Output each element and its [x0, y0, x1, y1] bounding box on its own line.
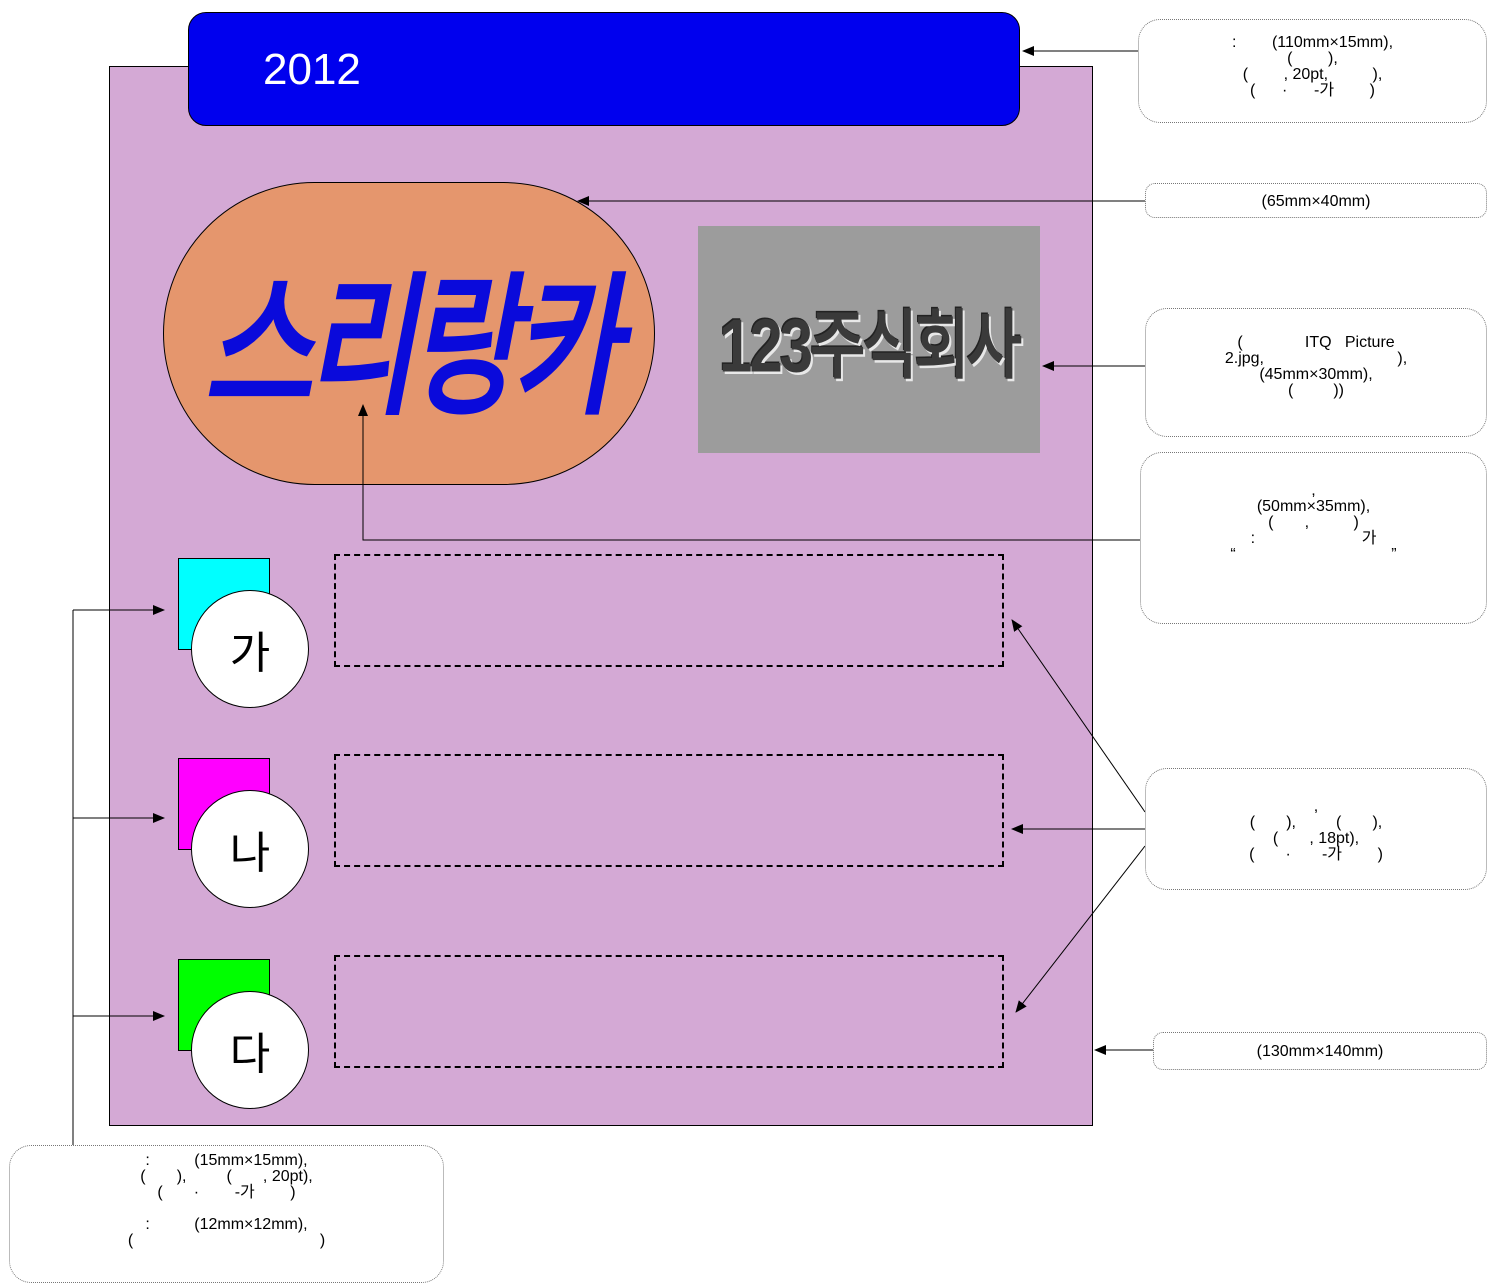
logo-text: 123주식회사	[719, 303, 1022, 388]
note-line: ( ),	[1287, 50, 1338, 67]
note-line: ( , 20pt, ),	[1242, 66, 1383, 83]
item-textbox-1	[334, 554, 1004, 667]
note-line: (50mm×35mm),	[1256, 498, 1371, 515]
note-oval: (65mm×40mm)	[1145, 183, 1487, 218]
note-line: ( ), ( , 20pt),	[140, 1168, 313, 1185]
note-line: : (110mm×15mm),	[1231, 34, 1394, 51]
note-panel: (130mm×140mm)	[1153, 1032, 1487, 1070]
note-line: (65mm×40mm)	[1261, 193, 1371, 210]
company-logo-image: 123주식회사	[698, 226, 1040, 453]
note-line: (130mm×140mm)	[1256, 1043, 1384, 1060]
note-line: : (15mm×15mm),	[145, 1152, 308, 1169]
note-line: ( · -가 )	[1250, 82, 1375, 99]
item-letter-3: 다	[229, 1030, 271, 1079]
note-textboxes: , ( ), ( ), ( , 18pt), ( · -가 )	[1145, 768, 1487, 890]
arrow-textbox-3	[1015, 845, 1146, 1013]
title-text: 2012	[263, 45, 361, 94]
note-line: ( · -가 )	[157, 1184, 296, 1201]
emblem-oval	[163, 182, 655, 485]
note-title: : (110mm×15mm), ( ), ( , 20pt, ), ( · -가…	[1138, 19, 1487, 123]
note-line: : 가	[1250, 530, 1377, 547]
item-circle-3: 다	[191, 991, 309, 1109]
item-letter-1: 가	[229, 629, 271, 678]
item-textbox-3	[334, 955, 1004, 1068]
note-picture: ( ITQ Picture 2.jpg, ), (45mm×30mm), ( )…	[1145, 308, 1487, 437]
note-line: ,	[1313, 798, 1319, 815]
title-bar: 2012	[188, 12, 1020, 126]
item-letter-2: 나	[229, 829, 271, 878]
note-line: : (12mm×12mm),	[145, 1216, 308, 1233]
note-line: ( ITQ Picture	[1237, 334, 1395, 351]
note-line: ( ))	[1288, 382, 1344, 399]
note-line: ,	[1311, 482, 1316, 499]
note-line: ( , )	[1268, 514, 1359, 531]
item-circle-1: 가	[191, 590, 309, 708]
emblem-wordart: 스리랑카	[203, 256, 620, 437]
item-circle-2: 나	[191, 790, 309, 908]
arrow-wordart	[358, 404, 1145, 541]
note-shapes: : (15mm×15mm), ( ), ( , 20pt), ( · -가 ) …	[9, 1145, 444, 1283]
note-line: ( ), ( ),	[1249, 814, 1383, 831]
note-line: 2.jpg, ),	[1224, 350, 1408, 367]
note-line: ( )	[127, 1232, 326, 1249]
item-textbox-2	[334, 754, 1004, 867]
note-line: ( , 18pt),	[1272, 830, 1360, 847]
note-line	[10, 1201, 443, 1217]
note-wordart: , (50mm×35mm), ( , ) : 가 “ ”	[1140, 452, 1487, 624]
arrow-textbox-1	[1011, 619, 1146, 813]
note-line: “ ”	[1230, 546, 1397, 563]
note-line: (45mm×30mm),	[1259, 366, 1373, 383]
note-line: ( · -가 )	[1249, 846, 1383, 863]
